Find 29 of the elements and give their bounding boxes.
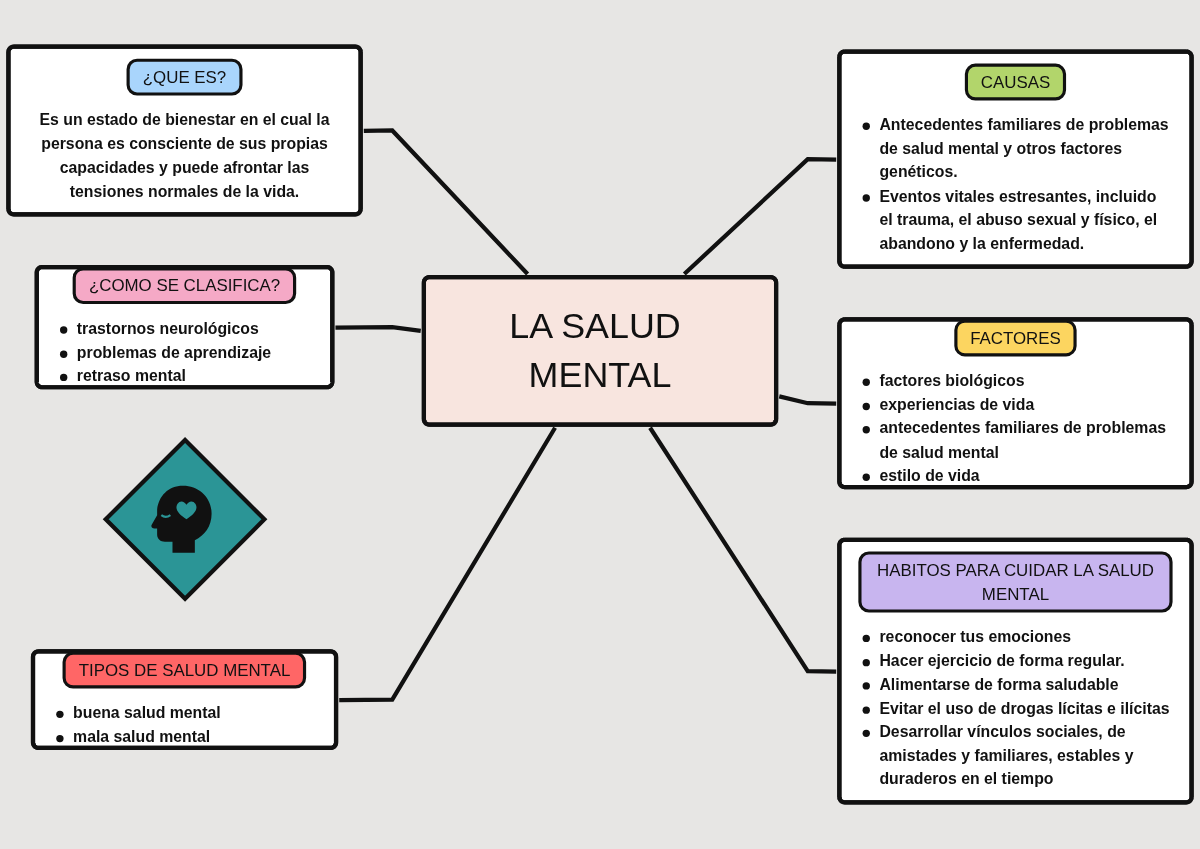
bullet-item: mala salud mental — [73, 726, 212, 748]
bullet-item: buena salud mental — [73, 702, 222, 724]
bullet-item: estilo de vida — [879, 465, 981, 487]
bullet-item: factores biológicos — [879, 370, 1026, 392]
bullet-item: Eventos vitales estresantes, incluido el trauma, el abuso sexual y físico, el abandono y la enfermedad. — [879, 185, 1159, 254]
bullet-item: problemas de aprendizaje — [76, 341, 273, 363]
bullet-item: experiencias de vida — [879, 394, 1036, 416]
bullet-item: Evitar el uso de drogas lícitas e ilícitas — [879, 697, 1171, 719]
connector-line — [648, 426, 837, 674]
card-heading: CAUSAS — [964, 63, 1066, 101]
bullet-item: Desarrollar vínculos sociales, de amistades y familiares, estables y duraderos en el tiempo — [879, 721, 1135, 791]
card-heading: FACTORES — [954, 319, 1077, 357]
bullet-item: Alimentarse de forma saludable — [879, 674, 1120, 696]
connector-line — [778, 394, 837, 406]
card-heading: TIPOS DE SALUD MENTAL — [62, 651, 307, 689]
card-heading: HABITOS PARA CUIDAR LA SALUD MENTAL — [858, 551, 1173, 613]
card-text: Es un estado de bienestar en el cual la persona es consciente de sus propias capacidades y puede afrontar las tensiones normales de la vida. — [38, 109, 331, 202]
card-heading: ¿QUE ES? — [127, 58, 243, 96]
bullet-item: reconocer tus emociones — [879, 626, 1073, 648]
bullet-item: trastornos neurológicos — [76, 318, 260, 339]
connector-line — [339, 426, 557, 703]
bullet-item: Antecedentes familiares de problemas de salud mental y otros factores genéticos. — [879, 114, 1170, 183]
connector-line — [682, 157, 837, 276]
bullet-item: retraso mental — [76, 365, 187, 387]
connector-line — [363, 128, 530, 276]
title-text: LA SALUD MENTAL — [509, 305, 682, 395]
card-heading: ¿COMO SE CLASIFICA? — [73, 267, 296, 305]
connector-line — [335, 325, 421, 333]
bullet-item: Hacer ejercicio de forma regular. — [879, 650, 1126, 672]
